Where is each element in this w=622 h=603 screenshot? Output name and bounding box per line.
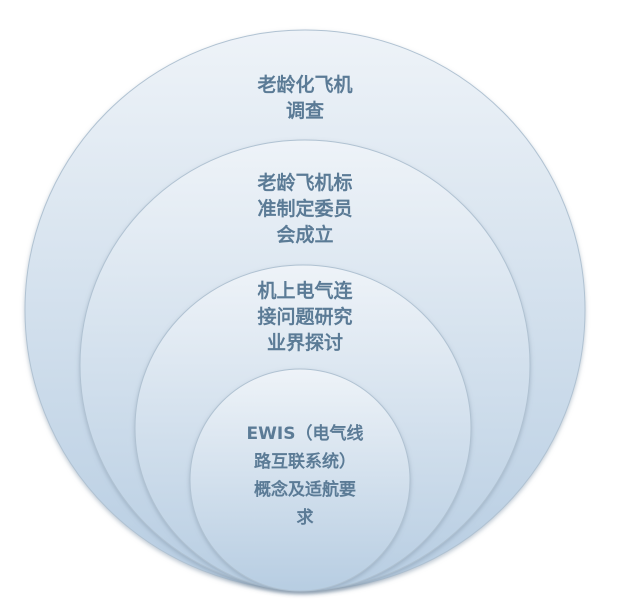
label-line: EWIS（电气线 xyxy=(246,424,364,444)
label-aging-aircraft-survey: 老龄化飞机 调查 xyxy=(205,72,405,124)
label-line: 求 xyxy=(296,508,314,528)
label-line: 接问题研究 xyxy=(257,306,353,328)
label-line: 准制定委员 xyxy=(257,198,353,220)
label-line: 路互联系统） xyxy=(254,452,356,472)
label-line: 机上电气连 xyxy=(257,280,353,302)
label-committee-founded: 老龄飞机标 准制定委员 会成立 xyxy=(205,170,405,248)
label-ewis-concept: EWIS（电气线 路互联系统） 概念及适航要 求 xyxy=(205,420,405,532)
label-line: 老龄化飞机 xyxy=(257,74,353,96)
label-line: 概念及适航要 xyxy=(254,480,356,500)
label-line: 会成立 xyxy=(276,224,334,246)
label-line: 业界探讨 xyxy=(266,332,343,354)
label-line: 老龄飞机标 xyxy=(257,172,353,194)
label-electrical-connection-research: 机上电气连 接问题研究 业界探讨 xyxy=(205,278,405,356)
circle-inner xyxy=(189,368,411,592)
label-line: 调查 xyxy=(285,100,324,122)
